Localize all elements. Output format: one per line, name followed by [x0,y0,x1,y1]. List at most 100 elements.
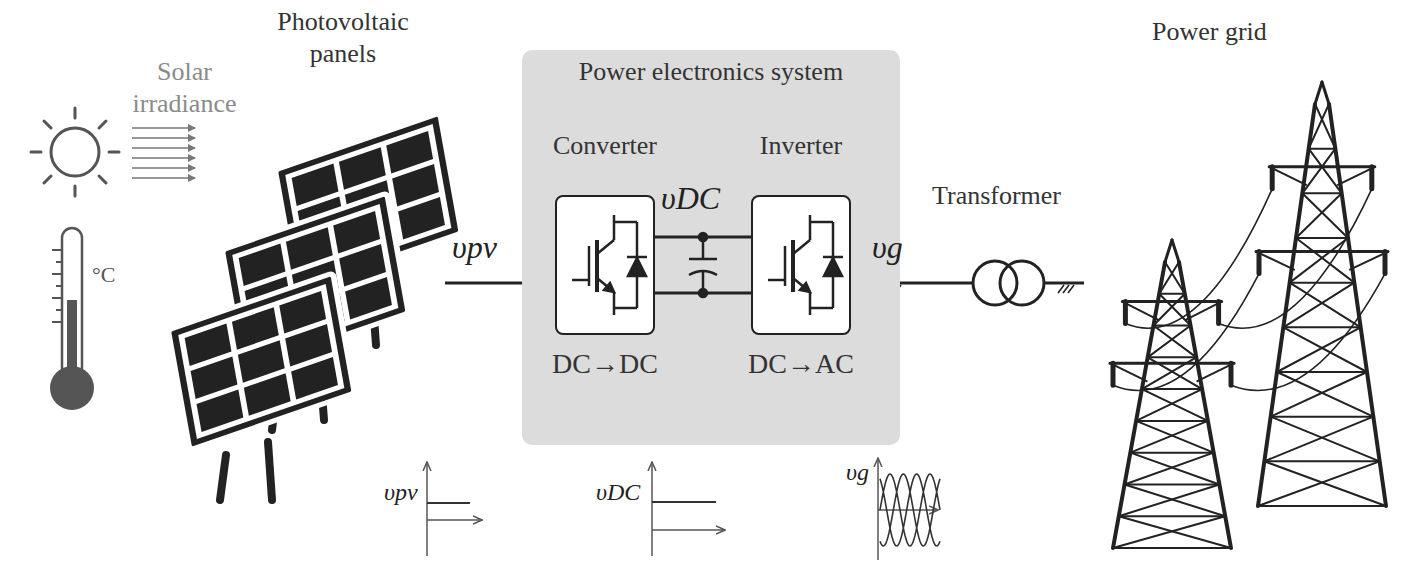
sun-icon [44,176,51,183]
tower-strut [1130,452,1213,454]
tower-strut [1148,356,1197,358]
sun-icon [109,151,119,154]
band-heading: Power electronics system [522,50,900,88]
tower-strut [1277,372,1373,417]
tower-strut [1153,326,1196,358]
unit-function: DC→DC [552,347,658,381]
dc-link [655,237,751,293]
tower-strut [1283,326,1360,328]
grid-label: Power grid [1152,16,1267,47]
sun-icon [31,151,41,154]
thermometer-icon [56,309,62,311]
thermometer-icon [56,285,62,287]
sun-icon [74,108,77,118]
tower-strut [1136,389,1202,421]
tower-strut [1290,282,1355,284]
grid-wiring [973,261,1017,305]
irradiance-label: Solar irradiance [112,56,257,120]
tower-strut [1257,252,1262,274]
switch-box [555,195,655,335]
sun-icon [99,176,106,183]
waveform-graphs [652,501,716,503]
grid-wiring [1044,282,1084,285]
thermometer-icon [52,249,62,251]
thermometer-icon [52,321,62,323]
tower-strut [1123,302,1128,324]
tower-strut [1271,417,1380,462]
tower-strut [1264,461,1386,506]
power-line [1219,189,1372,328]
tower-strut [1290,238,1348,283]
tower-strut [1136,421,1214,453]
tower-strut [1264,417,1373,462]
tower-strut [1153,294,1184,326]
panel-label: Photovoltaic panels [268,6,418,70]
sun-icon [31,108,119,196]
pv-panels [268,442,272,500]
tower-strut [1110,362,1234,365]
tower-strut [1264,460,1379,462]
power-line [1113,274,1259,391]
power-line [1231,274,1385,391]
tower-strut [1258,505,1386,507]
irradiance-arrows [132,177,195,179]
three-phase-marks [885,285,1074,293]
tower-strut [1159,262,1179,294]
tower-strut [1122,300,1221,303]
tower-strut [1350,252,1388,270]
tower-strut [1125,484,1226,516]
waveform-graphs [877,458,879,560]
dc-link-capacitor [699,289,707,297]
tower-strut [1322,82,1329,104]
tower-strut [1269,167,1306,185]
tower-strut [1296,193,1342,238]
tower-strut [1329,104,1386,506]
tower-strut [1130,421,1208,453]
tower-strut [1277,327,1361,372]
thermometer-icon [50,228,94,410]
sun-icon [44,121,51,128]
waveform-graphs [880,474,940,546]
tower-strut [1290,283,1361,328]
dc-link-capacitor [689,258,717,261]
waveform-graphs [427,502,470,504]
tower-strut [1113,547,1231,549]
tower-strut [1283,327,1367,372]
waveform-graphs [426,462,428,556]
dc-link-capacitor [702,271,705,293]
sun-icon [99,121,106,128]
irradiance-arrows [132,157,195,159]
tower-strut [1216,302,1221,324]
power-line [1125,189,1272,328]
dc-link-capacitor [702,237,705,259]
waveform-graphs [427,519,482,521]
tower-strut [1302,193,1348,238]
pv-panels [168,273,355,450]
graph-label: υDC [596,478,640,507]
tower-strut [1111,363,1116,385]
temperature-unit: °C [92,262,115,288]
tower-strut [1119,484,1220,516]
transformer-label: Transformer [932,180,1061,211]
graph-label: υg [846,458,869,487]
irradiance-arrows [132,137,195,139]
unit-function: DC→AC [748,347,854,381]
tower-strut [1315,82,1322,104]
system-band: Power electronics systemConverterDC→DCIn… [522,50,900,445]
sun-icon [51,128,99,176]
thermometer-icon [52,273,62,275]
igbt-symbol [572,215,647,315]
tower-strut [1296,238,1354,283]
tower-strut [1159,294,1190,326]
tower-strut [1369,167,1374,189]
converter-unit: ConverterDC→DC [540,130,670,381]
dc-link-capacitor [699,233,707,241]
tower-strut [1271,416,1374,418]
tower-strut [1142,389,1208,421]
irradiance-arrows [132,147,195,149]
tower-strut [1269,165,1375,168]
tower-strut [1309,104,1329,149]
tower-strut [1130,453,1219,485]
sun-icon [74,186,77,196]
tower-strut [1309,148,1336,150]
